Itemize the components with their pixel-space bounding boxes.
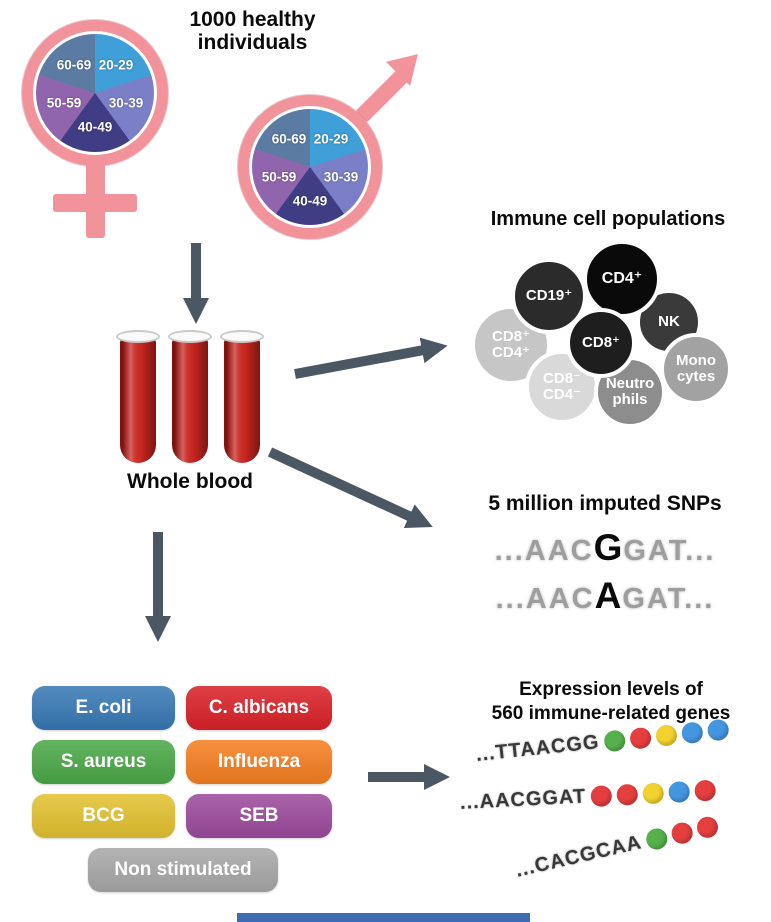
snp-seq-prefix: ...AAC: [494, 535, 594, 567]
tube-rim: [116, 330, 160, 343]
yellow-bead: [654, 723, 679, 748]
red-bead: [590, 785, 613, 808]
blood-tube: [220, 330, 264, 466]
cell-label: CD4⁻: [543, 386, 581, 403]
expression-read-row: ...AACGGAT: [459, 779, 717, 815]
yellow-bead: [642, 782, 665, 805]
tube-rim: [168, 330, 212, 343]
expression-read-row: ...CACGCAA: [513, 814, 720, 883]
cell-label: CD8⁺: [582, 334, 620, 352]
age-label-30-39: 30-39: [108, 95, 144, 111]
cell-cd4: CD4⁺: [583, 240, 661, 318]
blue-bead: [680, 721, 704, 745]
red-bead: [694, 814, 720, 840]
stimulus-label: Influenza: [217, 751, 301, 772]
age-label-40-49: 40-49: [292, 193, 328, 209]
bead-string: [640, 814, 720, 852]
stimulus-influenza: Influenza: [186, 740, 332, 784]
cell-label: NK: [658, 313, 680, 331]
red-bead: [616, 783, 639, 806]
stimulus-bcg: BCG: [32, 794, 175, 838]
stimulus-c-albicans: C. albicans: [186, 686, 332, 730]
bottom-blue-bar: [237, 913, 530, 922]
figure-title-line2: individuals: [197, 31, 308, 55]
age-label-60-69: 60-69: [56, 57, 92, 73]
bead-string: [586, 779, 717, 808]
cell-label: CD4⁺: [492, 344, 530, 361]
tube-rim: [220, 330, 264, 343]
figure-title: 1000 healthy individuals: [145, 8, 360, 54]
snp-sequence-ref: ...AACGGAT...: [430, 528, 771, 576]
snp-seq-suffix: GAT...: [622, 583, 715, 615]
age-label-60-69: 60-69: [271, 131, 307, 147]
snp-seq-prefix: ...AAC: [495, 583, 595, 615]
blood-tube: [116, 330, 160, 466]
tube-blood: [120, 337, 156, 463]
snps-title: 5 million imputed SNPs: [488, 492, 722, 515]
stimulus-non-stimulated: Non stimulated: [88, 848, 278, 892]
age-label-50-59: 50-59: [46, 95, 82, 111]
stimulus-label: BCG: [82, 805, 125, 826]
immune-populations-title: Immune cell populations: [490, 208, 726, 230]
red-bead: [694, 779, 717, 802]
expression-title-line1: Expression levels of: [519, 679, 703, 700]
female-age-pie: 20-29 30-39 40-49 50-59 60-69: [36, 34, 154, 152]
blue-bead: [706, 718, 730, 742]
sequence-text: ...TTAACGG: [474, 731, 601, 766]
cell-label: Neutro: [605, 375, 655, 393]
age-label-20-29: 20-29: [313, 131, 349, 147]
stimulus-seb: SEB: [186, 794, 332, 838]
snp-sequences: ...AACGGAT... ...AACAGAT...: [430, 528, 771, 624]
cell-label: CD8⁻: [543, 370, 581, 388]
cell-label: phils: [612, 391, 648, 408]
tube-blood: [172, 337, 208, 463]
age-label-20-29: 20-29: [98, 57, 134, 73]
expression-title-line2: 560 immune-related genes: [491, 702, 731, 724]
expression-title: Expression levels of 560 immune-related …: [452, 678, 770, 726]
red-bead: [629, 726, 653, 750]
stimulus-label: E. coli: [75, 697, 132, 718]
snp-seq-suffix: GAT...: [623, 535, 716, 567]
stimulus-e-coli: E. coli: [32, 686, 175, 730]
stimulus-s-aureus: S. aureus: [32, 740, 175, 784]
male-age-pie: 20-29 30-39 40-49 50-59 60-69: [252, 109, 368, 225]
arrow-blood-to-snps: [267, 447, 433, 528]
cell-label: CD8⁺: [492, 328, 530, 346]
red-bead: [669, 820, 695, 846]
cell-cd8: CD8⁺: [566, 308, 636, 378]
arrow-blood-to-cells: [294, 337, 448, 379]
blood-tube: [168, 330, 212, 466]
cell-label: CD19⁺: [525, 287, 573, 305]
cell-label: CD4⁺: [601, 269, 643, 287]
snp-variant-allele: G: [593, 527, 624, 568]
sequence-text: ...AACGGAT: [459, 785, 587, 814]
stimulus-label: Non stimulated: [114, 859, 252, 880]
green-bead: [603, 729, 627, 753]
whole-blood-label: Whole blood: [127, 470, 253, 493]
cell-label: Mono: [676, 352, 716, 370]
blue-bead: [668, 780, 691, 804]
age-label-50-59: 50-59: [261, 169, 297, 185]
cell-monocytes: Mono cytes: [660, 333, 732, 405]
female-symbol-crossbar: [53, 194, 137, 212]
snp-variant-allele: A: [594, 575, 623, 616]
cell-cd8neg-cd4neg: CD8⁻ CD4⁻: [525, 350, 599, 424]
stimulus-label: SEB: [239, 805, 279, 826]
snp-sequence-alt: ...AACAGAT...: [430, 576, 771, 624]
sequence-text: ...CACGCAA: [513, 831, 644, 882]
age-label-30-39: 30-39: [323, 169, 359, 185]
age-label-40-49: 40-49: [77, 119, 113, 135]
figure-title-line1: 1000 healthy: [189, 8, 316, 31]
stimulus-label: S. aureus: [60, 751, 147, 772]
stimulus-label: C. albicans: [208, 697, 310, 718]
green-bead: [644, 826, 670, 852]
cell-label: cytes: [676, 368, 716, 385]
tube-blood: [224, 337, 260, 463]
